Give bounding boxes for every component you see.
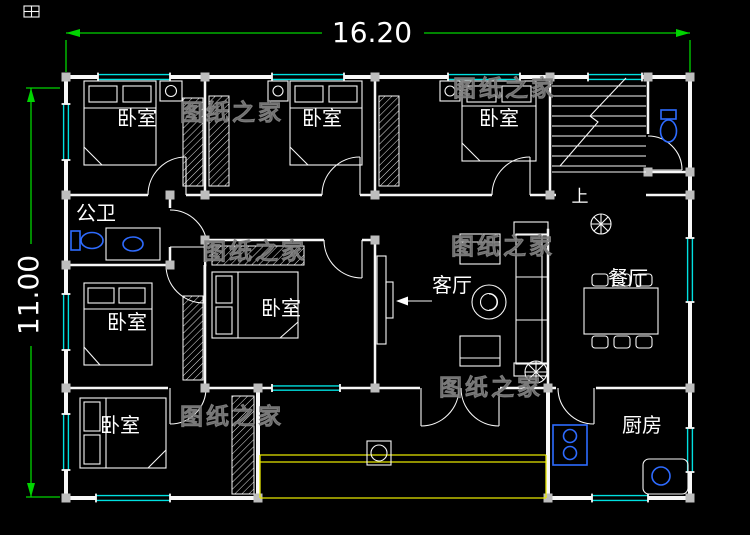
room-label-living-room: 客厅 [432,273,472,297]
doors [147,134,683,427]
wardrobe-top-middle [208,95,230,187]
wardrobe-mid-center [211,245,305,266]
room-label-dining-room: 餐厅 [608,266,648,290]
wardrobe-bottom-left [231,395,255,495]
wardrobe-top-left [182,97,204,187]
watermark-5: 图纸之家 [180,403,284,430]
wardrobe-top-right [378,95,400,187]
dim-left-label: 11.00 [12,255,45,335]
bed-top-left [83,80,183,166]
sink-kitchen [642,458,689,495]
watermark-2: 图纸之家 [453,75,557,102]
stove-kitchen [552,424,588,466]
stairs-up-label: 上 [572,187,589,207]
watermark-4: 图纸之家 [451,233,555,260]
watermarks: 图纸之家 图纸之家 图纸之家 图纸之家 图纸之家 图纸之家 [180,75,557,431]
bed-top-right [439,80,537,162]
watermark-1: 图纸之家 [180,99,284,126]
plant-living [524,360,548,384]
bed-bottom-left [79,397,167,469]
wardrobe-mid-left [182,295,204,381]
columns [61,72,695,503]
tv-cabinet [376,255,394,345]
staircase [552,77,646,173]
bed-mid-left [83,282,153,366]
dimension-top: 16.20 [65,16,691,72]
dimension-left: 11.00 [12,87,60,498]
room-label-shared-bath: 公卫 [76,201,116,225]
entrance-arrow-icon [396,296,432,306]
watermark-6: 图纸之家 [439,374,543,401]
vanity-shared-bath [105,227,161,261]
windows [61,72,695,503]
toilet-upper-bath [659,109,678,143]
room-label-kitchen: 厨房 [622,413,662,437]
room-label-bedroom-2: 卧室 [302,106,342,130]
room-labels: 卧室 卧室 卧室 公卫 卧室 卧室 客厅 餐厅 卧室 厨房 上 [76,106,662,437]
bed-mid-center [211,271,299,339]
sofa-set [459,221,549,377]
room-label-bedroom-4: 卧室 [107,310,147,334]
room-label-bedroom-1: 卧室 [117,106,157,130]
room-label-bedroom-5: 卧室 [261,296,301,320]
room-label-bedroom-6: 卧室 [100,413,140,437]
watermark-3: 图纸之家 [203,238,307,265]
dining-table-set [583,273,659,349]
grid-icon [23,5,40,18]
bed-top-middle [267,80,363,166]
toilet-shared-bath [70,230,104,251]
dim-top-label: 16.20 [332,16,412,49]
porch-terrace [259,440,547,499]
plant-dining [590,213,612,235]
room-label-bedroom-3: 卧室 [479,106,519,130]
